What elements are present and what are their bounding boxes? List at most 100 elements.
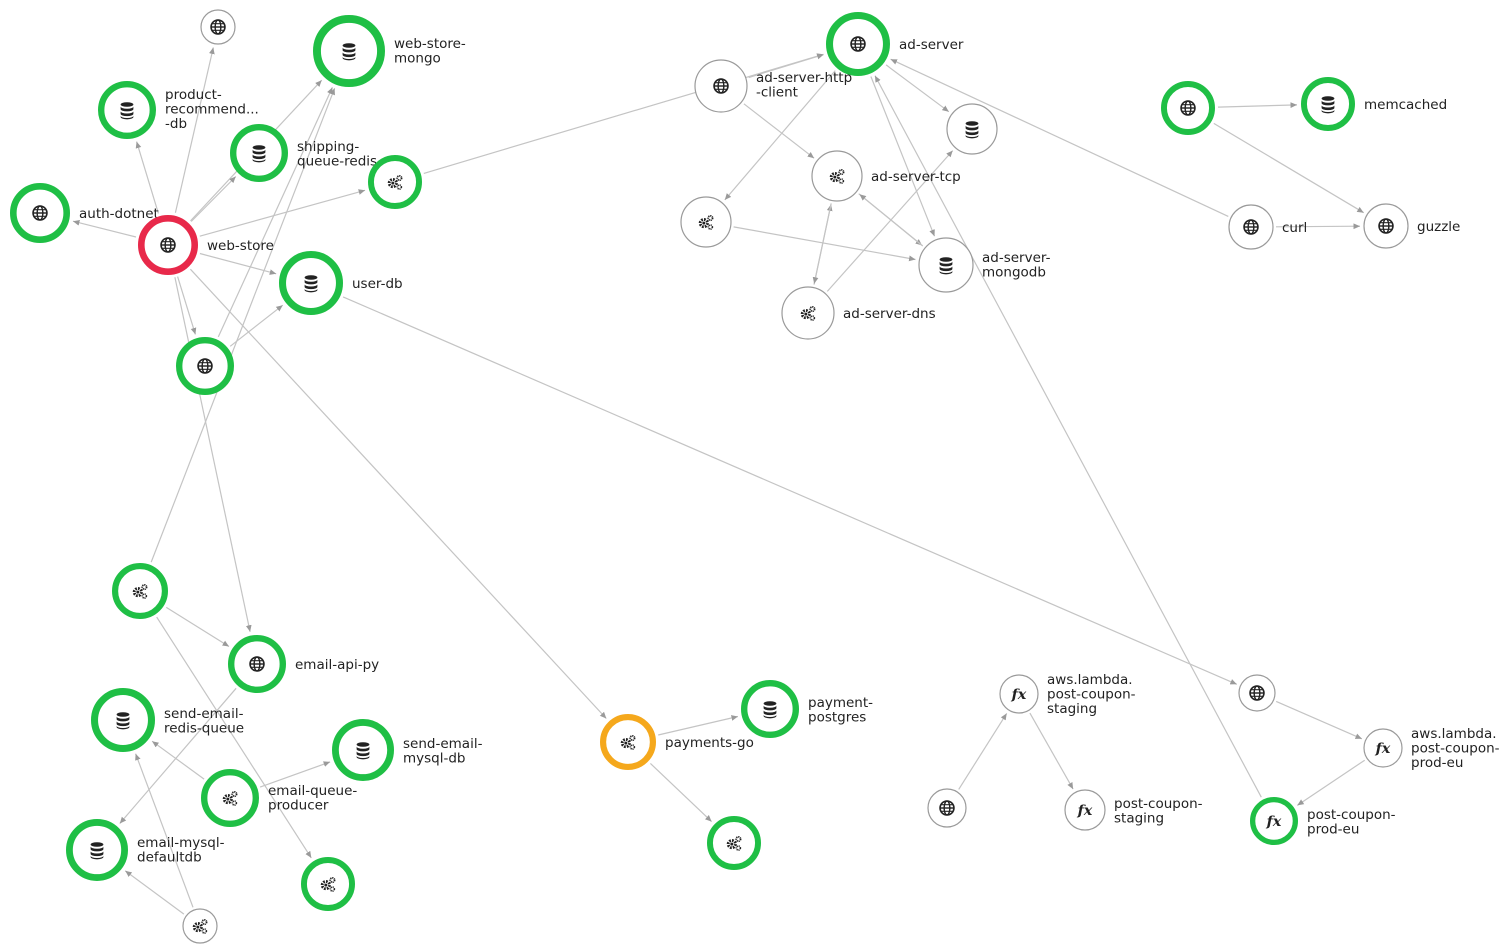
node-label-line: mongo <box>394 51 441 67</box>
node-label: ad-server-http-client <box>756 70 852 101</box>
node-label: auth-dotnet <box>79 206 159 222</box>
node-label-line: send-email- <box>403 736 483 752</box>
node-label: web-store <box>207 238 274 254</box>
node-label: ad-server-tcp <box>871 169 961 185</box>
node-web-store[interactable]: web-store <box>138 215 274 276</box>
edge-user-db-to-n-globe-eu <box>342 296 1238 685</box>
node-label: aws.lambda.post-coupon-staging <box>1047 672 1136 717</box>
node-label-line: prod-eu <box>1411 755 1463 771</box>
node-payment-postgres[interactable]: payment-postgres <box>741 680 873 739</box>
edge-web-store-to-email-api-py <box>174 277 252 632</box>
edge-n-globe-memc-to-memcached <box>1217 102 1298 108</box>
node-n-gears-email[interactable] <box>112 563 169 620</box>
node-label-line: payments-go <box>665 735 754 751</box>
node-ad-server-http-client[interactable]: ad-server-http-client <box>694 59 852 113</box>
edge-aws-lambda-post-coupon-staging-to-post-coupon-staging <box>1029 712 1074 790</box>
node-ad-server-tcp[interactable]: ad-server-tcp <box>811 150 961 202</box>
node-aws-lambda-post-coupon-prod-eu[interactable]: aws.lambda.post-coupon-prod-eu <box>1363 726 1500 771</box>
edge-n-gears-email-to-n-gears-producer <box>156 616 312 859</box>
node-n-gears-ship[interactable] <box>368 155 423 210</box>
node-shipping-queue-redis[interactable]: shipping-queue-redis <box>230 124 377 183</box>
node-label: ad-server-mongodb <box>982 250 1051 281</box>
node-n-globe-lambda[interactable] <box>927 788 967 828</box>
edge-n-gears-ad-to-ad-server-mongodb <box>733 226 916 262</box>
node-label: payments-go <box>665 735 754 751</box>
edge-payments-go-to-payment-postgres <box>658 715 739 736</box>
node-curl[interactable]: curl <box>1228 204 1307 250</box>
node-label-line: -client <box>756 85 798 101</box>
function-icon <box>1374 740 1391 757</box>
node-label-line: aws.lambda. <box>1411 726 1497 742</box>
edge-n-globe-mid-to-web-store-mongo <box>217 87 333 338</box>
node-email-mysql-defaultdb[interactable]: email-mysql-defaultdb <box>66 818 225 881</box>
node-aws-lambda-post-coupon-staging[interactable]: aws.lambda.post-coupon-staging <box>999 672 1136 717</box>
node-email-queue-producer[interactable]: email-queue-producer <box>201 769 357 828</box>
node-n-db-ad[interactable] <box>946 103 998 155</box>
node-n-gears-pay[interactable] <box>706 815 761 870</box>
edge-n-globe-eu-to-aws-lambda-post-coupon-prod-eu <box>1275 700 1363 740</box>
node-label-line: ad-server-http <box>756 70 852 86</box>
node-send-email-mysql-db[interactable]: send-email-mysql-db <box>332 718 483 781</box>
node-label: shipping-queue-redis <box>297 139 377 170</box>
edge-web-store-to-payments-go <box>189 268 607 719</box>
function-icon <box>1076 802 1093 819</box>
edge-n-gears-bottom-to-email-mysql-defaultdb <box>124 870 185 915</box>
node-product-recommend-db[interactable]: product-recommend...-db <box>98 81 259 140</box>
node-label-line: redis-queue <box>164 721 244 737</box>
node-label-line: post-coupon- <box>1114 796 1203 812</box>
node-n-gears-producer[interactable] <box>301 856 356 911</box>
node-ad-server[interactable]: ad-server <box>826 12 964 76</box>
node-label-line: queue-redis <box>297 154 377 170</box>
node-ad-server-mongodb[interactable]: ad-server-mongodb <box>918 237 1051 293</box>
node-label: email-api-py <box>295 657 379 673</box>
node-post-coupon-prod-eu[interactable]: post-coupon-prod-eu <box>1250 797 1396 846</box>
node-label-line: defaultdb <box>137 850 202 866</box>
node-memcached[interactable]: memcached <box>1300 77 1447 132</box>
node-label-line: auth-dotnet <box>79 206 159 222</box>
edge-n-gears-email-to-email-api-py <box>165 606 230 648</box>
node-n-globe-top[interactable] <box>200 9 236 45</box>
edge-n-gears-email-to-web-store-mongo <box>150 88 336 563</box>
node-label: ad-server-dns <box>843 306 936 322</box>
node-label-line: postgres <box>808 710 866 726</box>
node-post-coupon-staging[interactable]: post-coupon-staging <box>1064 789 1203 831</box>
node-label-line: ad-server-tcp <box>871 169 961 185</box>
edge-n-gears-ship-to-ad-server <box>423 53 824 174</box>
node-label-line: post-coupon- <box>1411 741 1500 757</box>
node-ad-server-dns[interactable]: ad-server-dns <box>781 286 936 340</box>
node-n-gears-ad[interactable] <box>680 196 732 248</box>
node-payments-go[interactable]: payments-go <box>600 714 754 771</box>
node-label: aws.lambda.post-coupon-prod-eu <box>1411 726 1500 771</box>
edge-post-coupon-prod-eu-to-ad-server <box>874 75 1262 798</box>
node-auth-dotnet[interactable]: auth-dotnet <box>9 183 159 244</box>
node-label-line: ad-server- <box>982 250 1051 266</box>
node-label: email-queue-producer <box>268 783 357 814</box>
edge-web-store-to-user-db <box>199 252 277 275</box>
node-email-api-py[interactable]: email-api-py <box>228 635 379 694</box>
edge-curl-to-ad-server <box>890 58 1229 217</box>
edge-web-store-to-auth-dotnet <box>72 219 137 238</box>
node-label-line: recommend... <box>165 102 259 118</box>
node-label-line: payment- <box>808 695 873 711</box>
node-n-globe-memc[interactable] <box>1160 81 1215 136</box>
node-send-email-redis-queue[interactable]: send-email-redis-queue <box>91 688 245 753</box>
node-label: memcached <box>1364 97 1447 113</box>
edges-layer <box>72 47 1366 915</box>
node-label: post-coupon-prod-eu <box>1307 807 1396 838</box>
node-user-db[interactable]: user-db <box>278 251 403 316</box>
edge-email-api-py-to-email-mysql-defaultdb <box>119 687 237 824</box>
node-web-store-mongo[interactable]: web-store-mongo <box>312 14 466 88</box>
edge-n-gears-bottom-to-send-email-redis-queue <box>135 753 194 908</box>
edge-ad-server-http-client-to-ad-server-tcp <box>743 103 815 159</box>
node-label: send-email-redis-queue <box>164 706 244 737</box>
edge-ad-server-tcp-to-ad-server-dns <box>812 203 832 284</box>
node-n-globe-mid[interactable] <box>176 337 235 396</box>
node-label-line: web-store <box>207 238 274 254</box>
edge-web-store-to-shipping-queue-redis <box>190 176 237 222</box>
node-n-globe-eu[interactable] <box>1238 674 1276 712</box>
node-label-line: staging <box>1047 701 1097 717</box>
node-label-line: mysql-db <box>403 751 466 767</box>
node-label: product-recommend...-db <box>165 87 259 132</box>
node-n-gears-bottom[interactable] <box>182 908 218 944</box>
node-guzzle[interactable]: guzzle <box>1363 203 1460 249</box>
